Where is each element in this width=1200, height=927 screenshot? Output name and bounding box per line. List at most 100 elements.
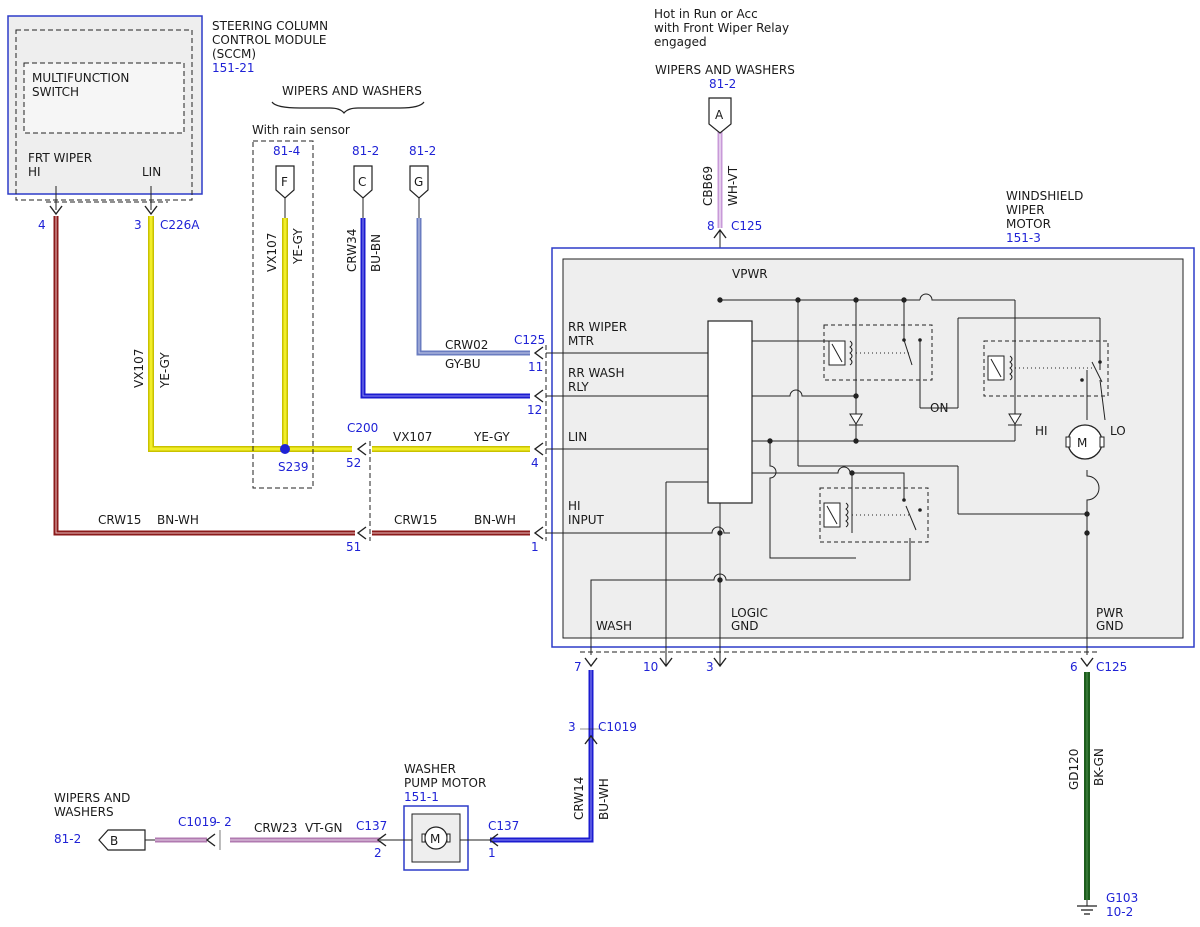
offpage-c-ref: 81-2 xyxy=(352,144,379,158)
motor-ref: 151-3 xyxy=(1006,231,1041,245)
motor-label-lin: LIN xyxy=(568,430,587,444)
ground-ref: 10-2 xyxy=(1106,905,1133,919)
crw15-left-circuit: CRW15 xyxy=(98,513,141,527)
crw34-color: BU-BN xyxy=(369,234,383,272)
relay-hi-lo xyxy=(983,340,1109,397)
offpage-b-letter: B xyxy=(110,834,118,848)
sccm-pin-lin: 3 xyxy=(134,218,142,232)
sccm-pin-hi: 4 xyxy=(38,218,46,232)
motor-label-vpwr: VPWR xyxy=(732,267,768,281)
motor-title-line1: WINDSHIELD xyxy=(1006,189,1083,203)
motor-label-rr-wash1: RR WASH xyxy=(568,366,625,380)
offpage-a-letter: A xyxy=(715,108,724,122)
c137-right-label: C137 xyxy=(488,819,519,833)
sccm-submodule-line1: MULTIFUNCTION xyxy=(32,71,129,85)
gd120-color: BK-GN xyxy=(1092,748,1106,786)
crw15-right-color: BN-WH xyxy=(474,513,516,527)
sccm-module: MULTIFUNCTION SWITCH FRT WIPER HI LIN xyxy=(7,15,203,201)
washer-ref: 151-1 xyxy=(404,790,439,804)
offpage-a-ref: 81-2 xyxy=(709,77,736,91)
sccm-pin-label-lin: LIN xyxy=(142,165,161,179)
motor-label-wash: WASH xyxy=(596,619,632,633)
offpage-c-letter: C xyxy=(358,175,366,189)
offpage-connector-g: 81-2 G xyxy=(409,144,436,199)
c137-left-label: C137 xyxy=(356,819,387,833)
splice-label: S239 xyxy=(278,460,309,474)
motor-label-rr-wiper2: MTR xyxy=(568,334,594,348)
crw34-circuit: CRW34 xyxy=(345,229,359,272)
c125-pin-vpwr: 8 xyxy=(707,219,715,233)
crw23-color: VT-GN xyxy=(305,821,342,835)
vx107-f-color: YE-GY xyxy=(291,228,305,265)
motor-label-hi: HI xyxy=(1035,424,1048,438)
sccm-title-line3: (SCCM) xyxy=(212,47,256,61)
c125-pin-wash: 7 xyxy=(574,660,582,674)
c125-top-label: C125 xyxy=(731,219,762,233)
c125-left-label: C125 xyxy=(514,333,545,347)
offpage-connector-a xyxy=(708,97,732,134)
vx107-f-circuit: VX107 xyxy=(265,233,279,272)
wiper-motor-symbol: M xyxy=(1065,424,1105,460)
sccm-pin-label-frt2: HI xyxy=(28,165,41,179)
offpage-connector-f: 81-4 F xyxy=(273,144,300,199)
crw23-circuit: CRW23 xyxy=(254,821,297,835)
crw14-circuit: CRW14 xyxy=(572,777,586,820)
offpage-a-title: WIPERS AND WASHERS xyxy=(655,63,795,77)
c1019-label-horizontal: C1019 xyxy=(178,815,217,829)
washer-title-line2: PUMP MOTOR xyxy=(404,776,486,790)
c137-pin-2: 2 xyxy=(374,846,382,860)
diode-hi xyxy=(1008,413,1022,426)
sccm-submodule-line2: SWITCH xyxy=(32,85,79,99)
c125-pin-10: 10 xyxy=(643,660,658,674)
motor-label-pwr2: GND xyxy=(1096,619,1124,633)
ground-symbol-icon xyxy=(1077,900,1097,915)
c125-pin-pwr: 6 xyxy=(1070,660,1078,674)
sccm-title-line1: STEERING COLUMN xyxy=(212,19,328,33)
crw02-color: GY-BU xyxy=(445,357,481,371)
offpage-b-title-line1: WIPERS AND xyxy=(54,791,130,805)
c200-pin-lin: 52 xyxy=(346,456,361,470)
offpage-connector-c: 81-2 C xyxy=(352,144,379,199)
motor-logic-block xyxy=(707,320,753,504)
motor-title-line3: MOTOR xyxy=(1006,217,1051,231)
cbb69-color: WH-VT xyxy=(726,165,740,206)
washer-title-line1: WASHER xyxy=(404,762,456,776)
rain-sensor-label: With rain sensor xyxy=(252,123,350,137)
crw02-circuit: CRW02 xyxy=(445,338,488,352)
motor-internal-wiring xyxy=(546,293,1106,655)
c125-pin-rr-wash: 12 xyxy=(527,403,542,417)
motor-label-lo: LO xyxy=(1110,424,1126,438)
c125-pin-lin: 4 xyxy=(531,456,539,470)
c1019-label-vertical: C1019 xyxy=(598,720,637,734)
motor-label-hi-input2: INPUT xyxy=(568,513,605,527)
offpage-g-letter: G xyxy=(414,175,423,189)
crw15-left-color: BN-WH xyxy=(157,513,199,527)
c200-label: C200 xyxy=(347,421,378,435)
c137-pin-1: 1 xyxy=(488,846,496,860)
motor-label-rr-wash2: RLY xyxy=(568,380,589,394)
sccm-pin-label-frt1: FRT WIPER xyxy=(28,151,92,165)
relay-rr xyxy=(823,324,933,381)
sccm-title-line2: CONTROL MODULE xyxy=(212,33,327,47)
motor-label-logic2: GND xyxy=(731,619,759,633)
vx107-vertical-circuit: VX107 xyxy=(132,349,146,388)
gd120-circuit: GD120 xyxy=(1067,749,1081,790)
offpage-f-ref: 81-4 xyxy=(273,144,300,158)
vx107-lin-circuit: VX107 xyxy=(393,430,432,444)
splice-s239 xyxy=(280,444,290,454)
offpage-connector-b xyxy=(98,829,146,851)
offpage-a-note-line2: with Front Wiper Relay xyxy=(654,21,789,35)
offpage-g-ref: 81-2 xyxy=(409,144,436,158)
vx107-vertical-color: YE-GY xyxy=(158,352,172,389)
sccm-ref: 151-21 xyxy=(212,61,255,75)
offpage-b-ref: 81-2 xyxy=(54,832,81,846)
c125-pin-logic: 3 xyxy=(706,660,714,674)
offpage-b-title-line2: WASHERS xyxy=(54,805,114,819)
motor-label-hi-input1: HI xyxy=(568,499,581,513)
offpage-a-note-line1: Hot in Run or Acc xyxy=(654,7,758,21)
wire-vx107-vertical xyxy=(148,216,352,452)
relay-hi-input xyxy=(819,487,929,543)
c226a-label: C226A xyxy=(160,218,200,232)
group-label: WIPERS AND WASHERS xyxy=(282,84,422,98)
